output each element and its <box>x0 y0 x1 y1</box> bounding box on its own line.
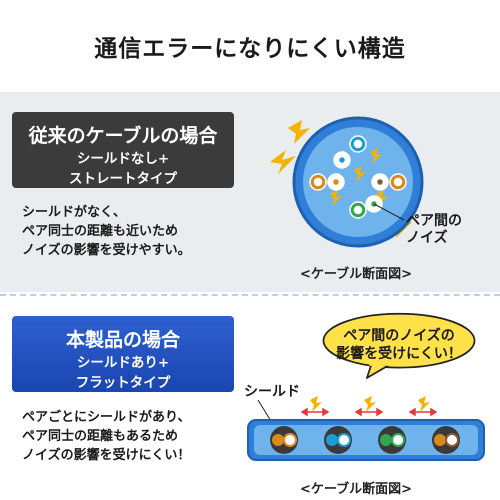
noise-line2: ノイズ <box>406 230 448 246</box>
product-heading: 本製品の場合 <box>65 329 180 351</box>
bubble-line2: 影響を受けにくい！ <box>336 346 462 362</box>
flat-cable-cross-section <box>247 396 485 461</box>
conventional-heading: 従来のケーブルの場合 <box>28 125 218 147</box>
conventional-description: シールドがなく、 ペア同士の距離も近いため ノイズの影響を受けやすい。 <box>22 203 191 260</box>
conventional-desc-line2: ペア同士の距離も近いため <box>22 224 179 239</box>
product-sub-line1: シールドあり+ <box>76 355 170 371</box>
product-desc-line2: ペア同士の距離もあるため <box>22 429 179 444</box>
shielded-pair <box>270 426 298 454</box>
shielded-pair <box>324 426 352 454</box>
conventional-badge: 従来のケーブルの場合 シールドなし+ ストレートタイプ <box>12 112 234 188</box>
cable-cross-section-caption-2: <ケーブル断面図> <box>300 482 413 497</box>
product-desc-line1: ペアごとにシールドがあり、 <box>22 410 191 425</box>
speech-bubble <box>322 312 476 379</box>
cable-cross-section-caption-1: <ケーブル断面図> <box>300 267 413 282</box>
section-divider <box>0 294 500 296</box>
pair-noise-label: ペア間の ノイズ <box>406 213 462 247</box>
page-title: 通信エラーになりにくい構造 <box>94 35 406 62</box>
conventional-sub-line2: ストレートタイプ <box>69 171 177 187</box>
shield-label: シールド <box>244 384 300 400</box>
shielded-pair <box>432 426 460 454</box>
conventional-desc-line3: ノイズの影響を受けやすい。 <box>22 243 191 258</box>
conventional-sub-line1: シールドなし+ <box>76 151 170 167</box>
product-description: ペアごとにシールドがあり、 ペア同士の距離もあるため ノイズの影響を受けにくい！ <box>22 408 190 465</box>
product-sub-line2: フラットタイプ <box>75 375 171 391</box>
shielded-pair <box>378 426 406 454</box>
round-cable-cross-section <box>270 116 424 248</box>
noise-arrows <box>300 396 438 417</box>
bubble-line1: ペア間のノイズの <box>343 328 455 344</box>
noise-line1: ペア間の <box>406 213 462 229</box>
product-badge: 本製品の場合 シールドあり+ フラットタイプ <box>12 316 234 392</box>
product-desc-line3: ノイズの影響を受けにくい！ <box>22 448 191 463</box>
conventional-desc-line1: シールドがなく、 <box>22 205 127 220</box>
speech-bubble-text: ペア間のノイズの 影響を受けにくい！ <box>310 327 488 363</box>
